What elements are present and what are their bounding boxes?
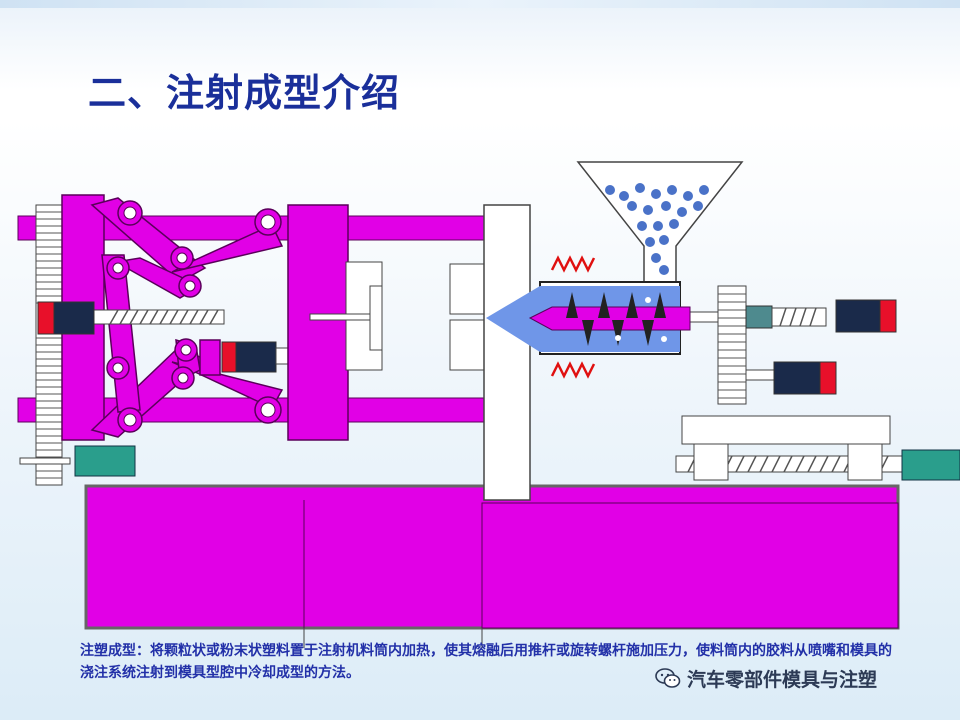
wechat-icon <box>655 668 681 688</box>
injection-screw <box>528 292 691 346</box>
caption-leader-lines <box>303 628 483 648</box>
slide-title: 二、注射成型介绍 <box>88 71 401 115</box>
watermark: 汽车零部件模具与注塑 <box>655 666 935 691</box>
machine-bed <box>84 484 900 630</box>
hopper <box>576 161 744 283</box>
carriage-rail <box>675 415 960 481</box>
top-band <box>0 0 960 8</box>
rear-gear-strip <box>19 204 136 486</box>
caption-text: 注塑成型：将颗粒状或粉末状塑料置于注射机料筒内加热，使其熔融后用推杆或旋转螺杆施… <box>80 643 892 681</box>
fixed-platen <box>449 204 531 501</box>
watermark-text: 汽车零部件模具与注塑 <box>687 668 878 691</box>
moving-platen <box>287 204 383 441</box>
injection-drive <box>717 285 897 405</box>
heater-coils <box>550 255 596 379</box>
